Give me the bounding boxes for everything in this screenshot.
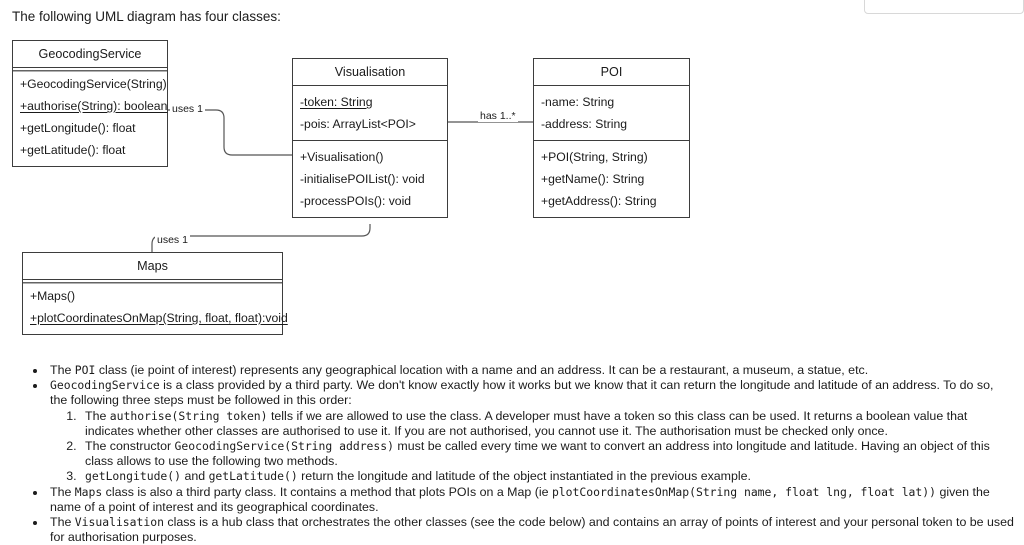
class-attributes-visualisation: -token: String -pois: ArrayList<POI> <box>293 86 447 140</box>
edge-visualisation-maps <box>151 224 371 252</box>
class-attributes-poi: -name: String -address: String <box>534 86 689 140</box>
class-member: -initialisePOIList(): void <box>300 172 425 186</box>
step-1: The authorise(String token) tells if we … <box>80 409 1014 439</box>
uml-class-poi[interactable]: POI -name: String -address: String +POI(… <box>533 58 690 218</box>
class-member: -processPOIs(): void <box>300 194 412 208</box>
step-3: getLongitude() and getLatitude() return … <box>80 469 1014 484</box>
bullet-poi: The POI class (ie point of interest) rep… <box>47 363 1024 378</box>
class-name-poi: POI <box>534 59 689 86</box>
class-name-visualisation: Visualisation <box>293 59 447 86</box>
class-methods-maps: +Maps() +plotCoordinatesOnMap(String, fl… <box>23 280 288 334</box>
bullet-visualisation: The Visualisation class is a hub class t… <box>47 515 1024 545</box>
code-plotcoordinatesonmap: plotCoordinatesOnMap(String name, float … <box>551 484 936 499</box>
description-list: The POI class (ie point of interest) rep… <box>0 363 1024 545</box>
code-maps: Maps <box>74 484 103 499</box>
uml-diagram: GeocodingService +GeocodingService(Strin… <box>12 40 690 335</box>
intro-text: The following UML diagram has four class… <box>12 9 281 24</box>
class-member: -name: String <box>541 95 615 109</box>
class-methods-visualisation: +Visualisation() -initialisePOIList(): v… <box>293 140 447 217</box>
class-methods-geocodingservice: +GeocodingService(String) +authorise(Str… <box>13 68 167 166</box>
code-getlatitude: getLatitude() <box>208 469 298 484</box>
class-member: +getLongitude(): float <box>20 121 136 135</box>
bullet-maps: The Maps class is also a third party cla… <box>47 485 1024 515</box>
class-member: +authorise(String): boolean <box>20 99 168 113</box>
step-2: The constructor GeocodingService(String … <box>80 439 1014 469</box>
bullet-geocodingservice: GeocodingService is a class provided by … <box>47 378 1024 484</box>
class-member: -address: String <box>541 117 628 131</box>
class-member: -token: String <box>300 95 373 109</box>
code-authorise: authorise(String token) <box>109 408 268 423</box>
code-visualisation: Visualisation <box>74 515 164 530</box>
code-geocodingservice: GeocodingService <box>50 378 160 393</box>
class-member: +getLatitude(): float <box>20 143 126 157</box>
uml-connector-lines <box>151 109 533 252</box>
class-member: +getAddress(): String <box>541 194 657 208</box>
uml-class-maps[interactable]: Maps +Maps() +plotCoordinatesOnMap(Strin… <box>22 252 288 335</box>
class-member: +Visualisation() <box>300 150 384 164</box>
description-bullets: The POI class (ie point of interest) rep… <box>0 363 1024 545</box>
class-member: +POI(String, String) <box>541 150 648 164</box>
class-name-maps: Maps <box>23 253 282 280</box>
edge-label-uses-1-geocoding: uses 1 <box>170 103 205 115</box>
edge-label-has-1-many: has 1..* <box>478 110 518 122</box>
uml-class-geocodingservice[interactable]: GeocodingService +GeocodingService(Strin… <box>12 40 168 167</box>
code-geocodingservice-constructor: GeocodingService(String address) <box>174 439 394 454</box>
class-member: -pois: ArrayList<POI> <box>300 117 416 131</box>
class-name-geocodingservice: GeocodingService <box>13 41 167 68</box>
geocoding-steps: The authorise(String token) tells if we … <box>50 409 1014 485</box>
class-member: +getName(): String <box>541 172 645 186</box>
uml-class-visualisation[interactable]: Visualisation -token: String -pois: Arra… <box>292 58 448 218</box>
edge-geocoding-visualisation <box>168 109 292 156</box>
class-member: +GeocodingService(String) <box>20 77 167 91</box>
class-methods-poi: +POI(String, String) +getName(): String … <box>534 140 689 217</box>
class-member: +plotCoordinatesOnMap(String, float, flo… <box>30 311 288 325</box>
code-getlongitude: getLongitude() <box>85 469 182 484</box>
class-member: +Maps() <box>30 289 76 303</box>
edge-label-uses-1-maps: uses 1 <box>155 234 190 246</box>
code-poi: POI <box>74 363 96 377</box>
